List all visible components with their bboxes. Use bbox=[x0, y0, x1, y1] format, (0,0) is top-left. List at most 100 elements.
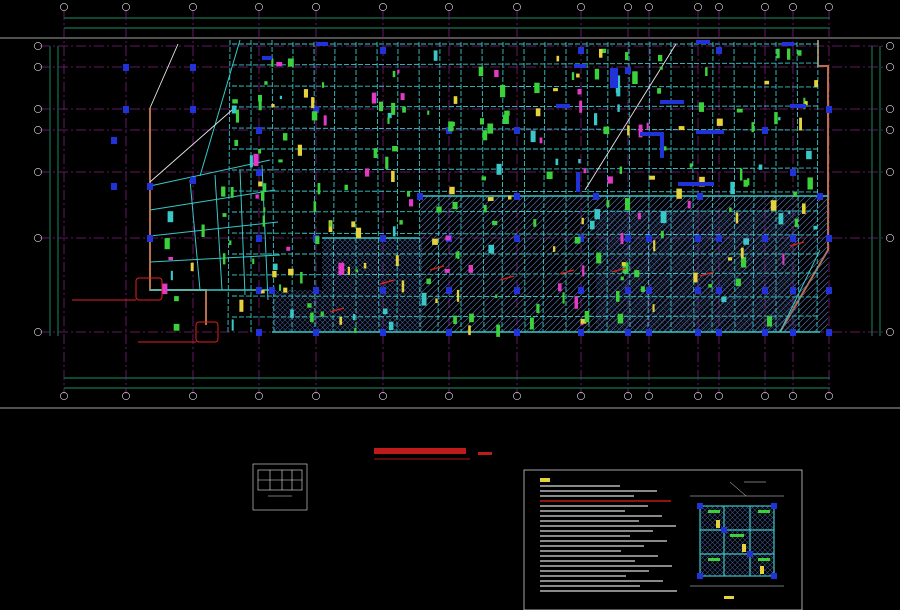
beam-line bbox=[733, 41, 736, 333]
rebar-mark bbox=[556, 55, 560, 62]
column bbox=[695, 329, 701, 336]
rebar-mark bbox=[311, 97, 315, 109]
axis-bubble bbox=[694, 3, 702, 11]
rebar-mark bbox=[616, 290, 620, 302]
rebar-mark bbox=[778, 117, 781, 121]
column bbox=[514, 127, 520, 134]
column bbox=[762, 235, 768, 242]
axis-bubble bbox=[445, 392, 453, 400]
rebar-mark bbox=[354, 327, 357, 333]
column bbox=[826, 235, 832, 242]
rebar-mark bbox=[743, 179, 748, 187]
rebar-mark bbox=[698, 102, 704, 112]
dimension-lines-right bbox=[871, 46, 881, 336]
column bbox=[646, 329, 652, 336]
column bbox=[625, 287, 631, 294]
rebar-mark bbox=[730, 181, 735, 195]
column bbox=[313, 106, 319, 113]
column bbox=[190, 177, 196, 184]
rebar-mark bbox=[546, 171, 553, 180]
rebar-mark bbox=[421, 292, 427, 306]
beam-line bbox=[231, 62, 821, 66]
column bbox=[446, 329, 452, 336]
rebar-mark bbox=[444, 269, 450, 273]
rebar-mark bbox=[708, 284, 713, 288]
rebar-mark bbox=[499, 275, 515, 281]
rebar-mark bbox=[164, 238, 170, 250]
beam-line bbox=[437, 41, 441, 333]
rebar-mark bbox=[689, 163, 693, 168]
rebar-mark bbox=[657, 88, 662, 94]
rebar-mark bbox=[776, 48, 780, 59]
rebar-mark bbox=[356, 227, 362, 239]
rebar-mark bbox=[660, 230, 664, 239]
rebar-mark bbox=[611, 267, 627, 273]
rebar-mark bbox=[402, 106, 406, 113]
rebar-mark bbox=[261, 190, 265, 201]
rebar-mark bbox=[311, 111, 318, 121]
rebar-mark bbox=[584, 311, 590, 323]
column bbox=[697, 193, 703, 200]
rebar-mark bbox=[536, 303, 540, 313]
rebar-mark bbox=[452, 201, 458, 210]
rebar-mark bbox=[735, 212, 739, 224]
column bbox=[256, 169, 262, 176]
rebar-mark bbox=[455, 252, 459, 259]
rebar-mark bbox=[329, 307, 345, 313]
rebar-mark bbox=[619, 166, 623, 174]
column bbox=[762, 329, 768, 336]
column bbox=[313, 329, 319, 336]
rebar-mark bbox=[468, 325, 471, 336]
rebar-mark bbox=[278, 159, 283, 163]
beam-line bbox=[231, 190, 821, 193]
rebar-mark bbox=[562, 292, 565, 304]
rebar-mark bbox=[625, 52, 629, 61]
rebar-mark bbox=[581, 217, 584, 225]
column bbox=[190, 106, 196, 113]
rebar-mark bbox=[387, 117, 390, 124]
column bbox=[593, 193, 599, 200]
rebar-mark bbox=[391, 170, 395, 182]
rebar-mark bbox=[627, 125, 630, 136]
axis-bubble bbox=[886, 168, 894, 176]
axis-bubble bbox=[761, 392, 769, 400]
rebar-mark bbox=[583, 168, 587, 174]
beam-line bbox=[231, 315, 821, 318]
rebar-mark bbox=[271, 104, 275, 108]
rebar-mark bbox=[272, 270, 277, 278]
rebar-mark bbox=[574, 296, 578, 309]
column bbox=[578, 47, 584, 54]
rebar-mark bbox=[596, 252, 602, 264]
rebar-mark bbox=[320, 311, 324, 317]
axis-bubble bbox=[886, 63, 894, 71]
column bbox=[826, 287, 832, 294]
rebar-mark bbox=[401, 280, 405, 293]
rebar-mark bbox=[468, 265, 473, 273]
column bbox=[380, 329, 386, 336]
rebar-mark bbox=[607, 176, 613, 184]
rebar-mark bbox=[397, 69, 400, 74]
rebar-mark bbox=[283, 287, 288, 293]
rebar-mark bbox=[488, 244, 495, 254]
rebar-mark bbox=[321, 82, 325, 88]
rebar-mark bbox=[553, 246, 556, 252]
rebar-mark bbox=[174, 296, 179, 302]
rebar-mark bbox=[173, 323, 180, 331]
rebar-mark bbox=[407, 191, 411, 197]
rebar-mark bbox=[392, 146, 398, 152]
column bbox=[269, 287, 275, 294]
rebar-mark bbox=[448, 121, 454, 132]
axis-bubble bbox=[60, 3, 68, 11]
axis-bubble bbox=[189, 3, 197, 11]
column bbox=[514, 193, 520, 200]
rebar-mark bbox=[764, 80, 770, 85]
rebar-mark bbox=[640, 286, 645, 293]
rebar-mark bbox=[436, 206, 442, 213]
rebar-mark bbox=[496, 324, 500, 337]
rebar-mark bbox=[385, 156, 389, 169]
rebar-mark bbox=[578, 159, 581, 164]
rebar-mark bbox=[533, 219, 537, 227]
rebar-mark bbox=[352, 314, 356, 321]
rebar-mark bbox=[344, 184, 348, 190]
rebar-mark bbox=[806, 150, 812, 160]
